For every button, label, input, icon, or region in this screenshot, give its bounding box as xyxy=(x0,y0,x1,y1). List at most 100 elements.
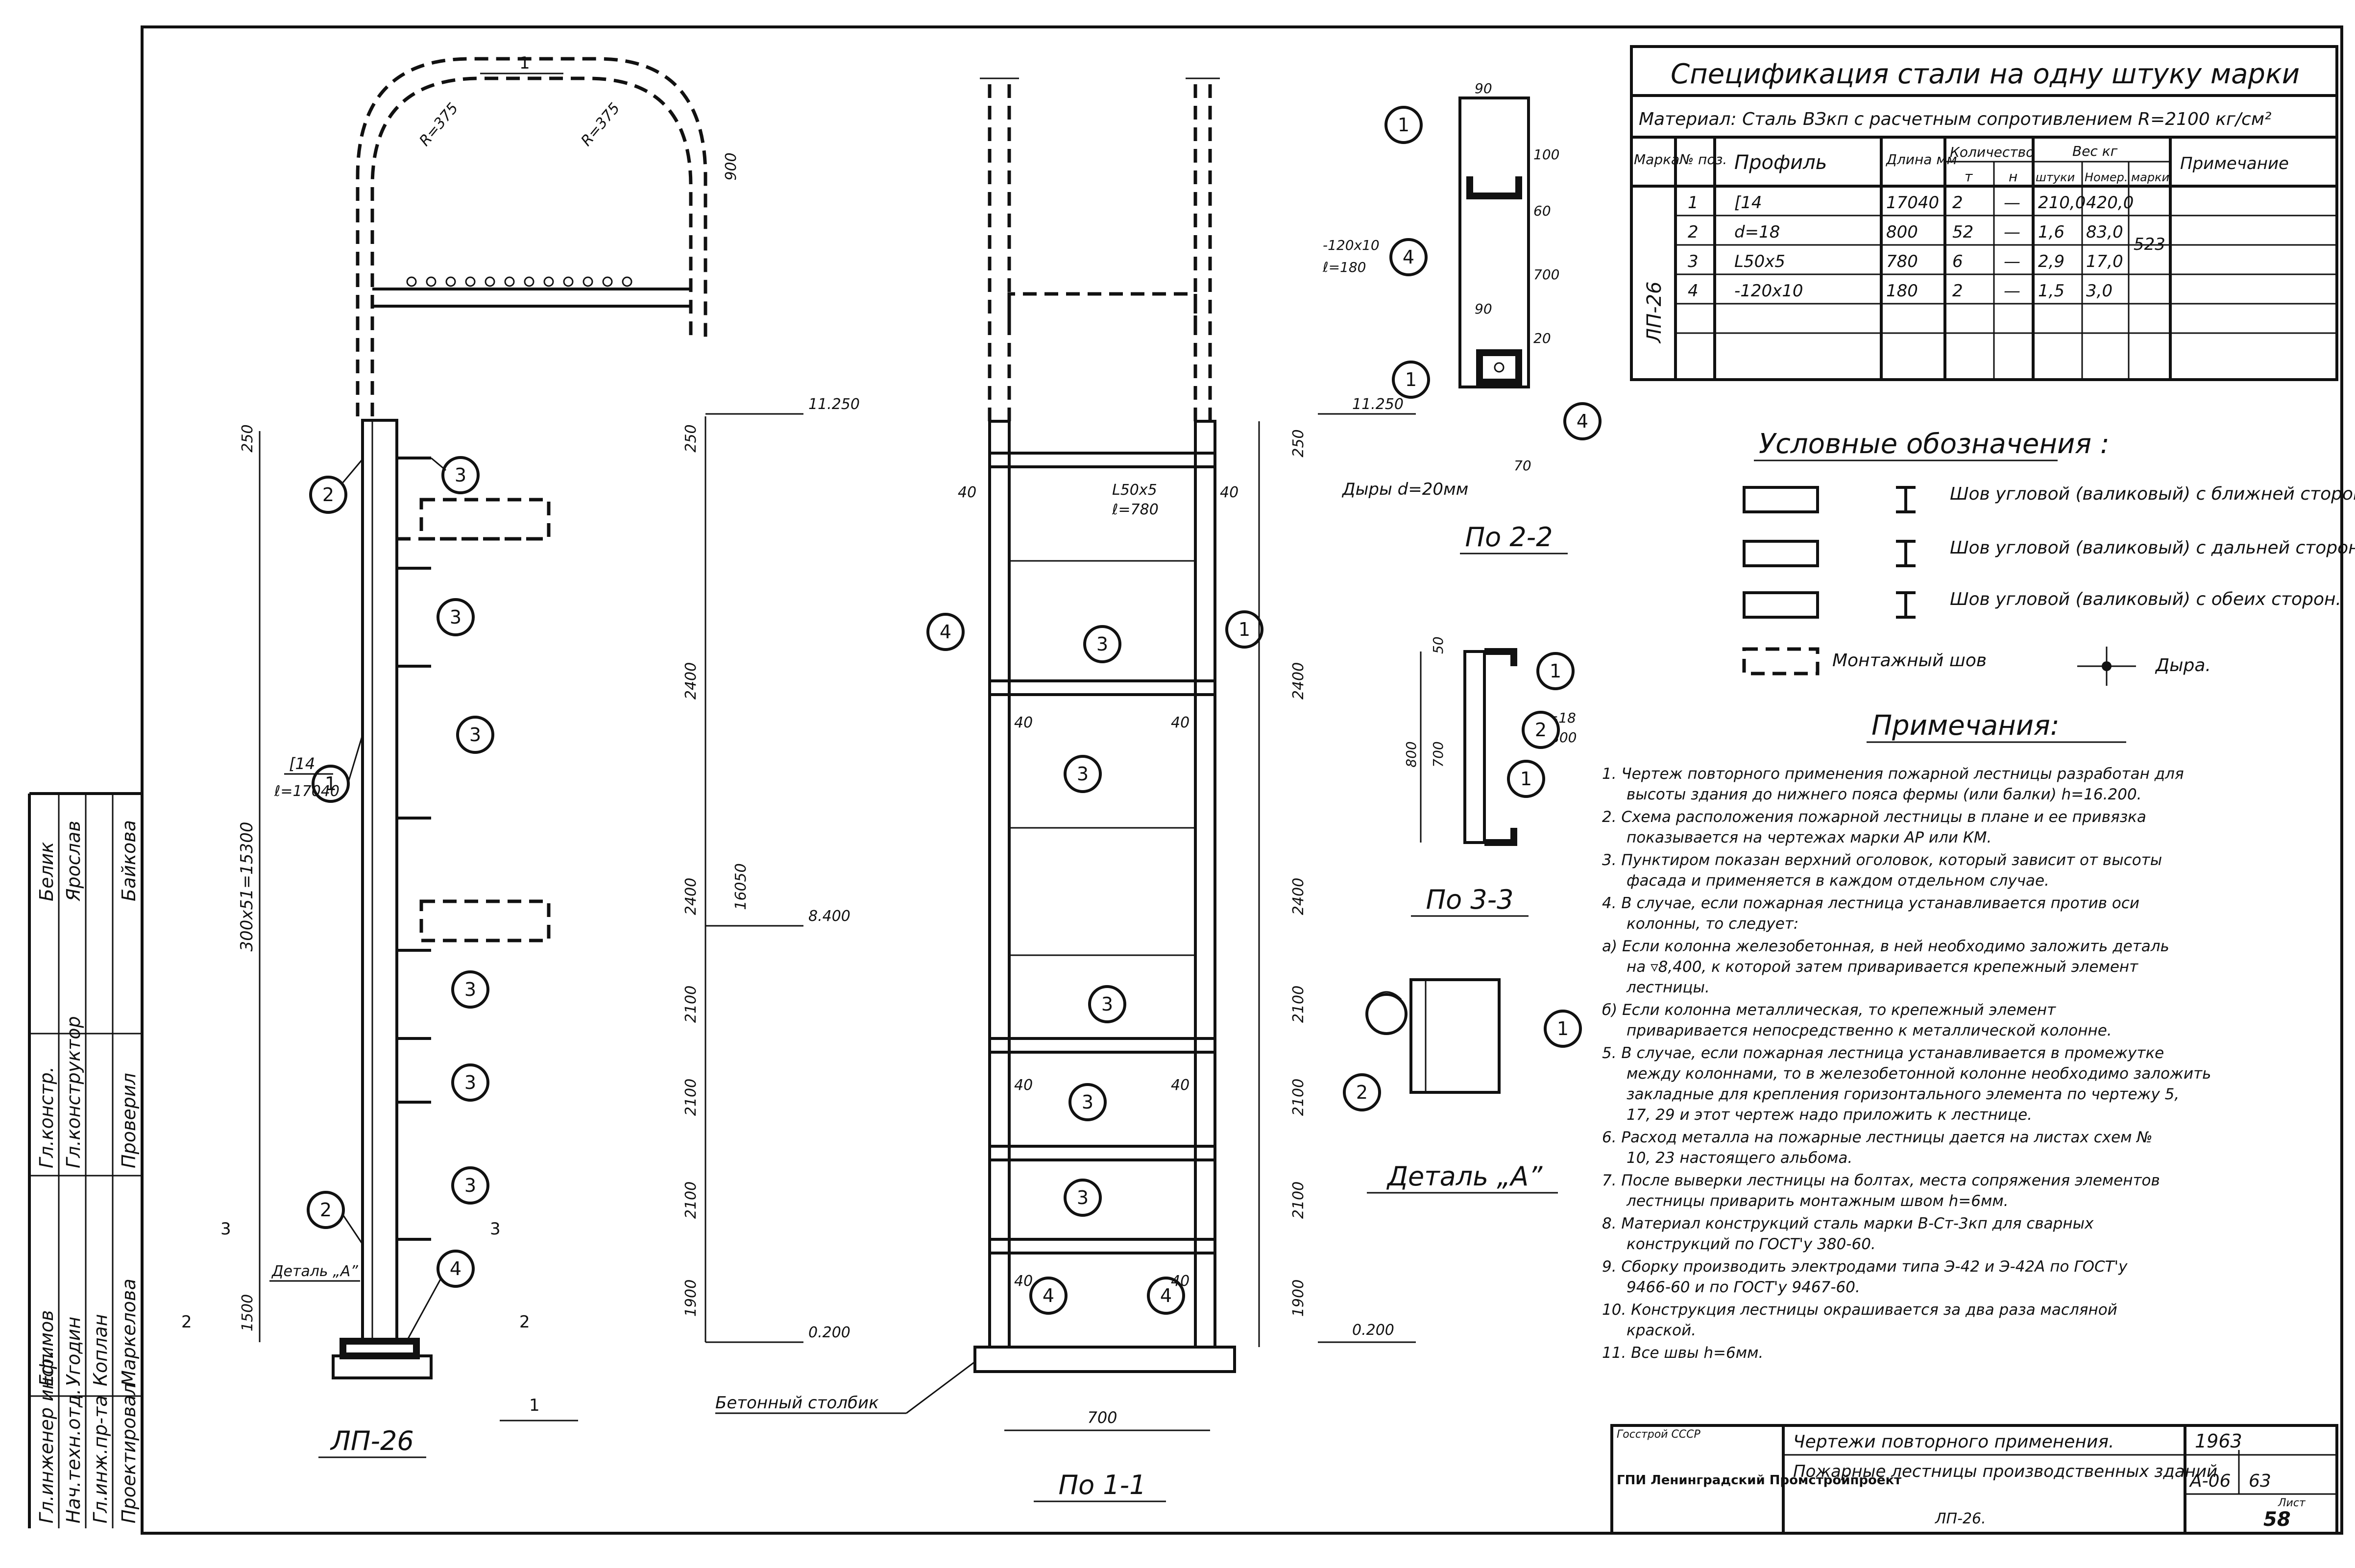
section-mark-3-right: 3 xyxy=(490,1219,501,1239)
spec-cell-pos: 4 xyxy=(1688,281,1699,301)
front-width: 700 xyxy=(1087,1408,1117,1427)
w40-h: 40 xyxy=(1171,1273,1190,1290)
title-block: Госстрой СССР ГПИ Ленинградский Промстро… xyxy=(1610,1424,2338,1535)
note-line: лестницы. xyxy=(1626,979,1710,996)
stamp-name2-3: Байкова xyxy=(118,820,140,901)
main-view-title: ЛП-26 xyxy=(330,1425,413,1456)
ladder-side-view: R=375 R=375 1 3 3 3 3 3 xyxy=(181,53,860,1458)
callout-3: 3 xyxy=(1096,633,1108,655)
spec-cell-profile: [14 xyxy=(1734,193,1762,213)
callout-1: 1 xyxy=(325,773,337,795)
hdr-mark: Марка xyxy=(1634,151,1679,168)
dim-900: 900 xyxy=(723,152,740,180)
note-line: на ▿8,400, к которой затем приваривается… xyxy=(1627,958,2138,976)
notes-title: Примечания: xyxy=(1871,710,2060,742)
w40-g: 40 xyxy=(1014,1273,1033,1290)
hdr-qty: Количество xyxy=(1950,144,2034,160)
spec-cell-profile: d=18 xyxy=(1734,222,1780,242)
callout-1: 1 xyxy=(1557,1018,1569,1039)
holes-note: Дыры d=20мм xyxy=(1341,480,1468,499)
callout-1: 1 xyxy=(1398,114,1409,136)
callout-3: 3 xyxy=(469,724,481,746)
front-dim-2100-c: 2100 xyxy=(1290,1182,1307,1219)
channel-label: [14 xyxy=(289,754,315,773)
side-callouts: 3 3 3 3 3 3 2 2 1 4 xyxy=(307,456,494,1288)
callout-1: 1 xyxy=(1238,619,1250,640)
stamp-name-1: Ефимов xyxy=(36,1310,57,1386)
section-1-1-title: По 1-1 xyxy=(1058,1470,1146,1500)
stamp-role-4: Проектировал xyxy=(118,1383,140,1523)
spec-cell-n: — xyxy=(2004,281,2020,301)
spec-cell-pos: 2 xyxy=(1688,222,1699,242)
front-elev-zero: 0.200 xyxy=(1352,1322,1394,1339)
front-dim-250: 250 xyxy=(1290,429,1307,457)
legend-weld-near: Шов угловой (валиковый) с ближней сторон… xyxy=(1950,484,2355,504)
spec-cell-t: 52 xyxy=(1952,222,1973,242)
callout-4: 4 xyxy=(1403,246,1414,268)
w90-a: 90 xyxy=(1475,80,1492,96)
dim-50-a: 50 xyxy=(1430,636,1446,654)
notes-list: 1. Чертеж повторного применения пожарной… xyxy=(1602,765,2211,1362)
hdr-weight: Вес кг xyxy=(2072,143,2118,159)
front-stringer-right xyxy=(1194,420,1216,1349)
tb-year: 1963 xyxy=(2195,1430,2242,1452)
dim-1500: 1500 xyxy=(239,1294,256,1331)
section-mark-3-left: 3 xyxy=(220,1219,231,1239)
note-line: конструкций по ГОСТ'у 380-60. xyxy=(1627,1235,1876,1253)
hdr-profile: Профиль xyxy=(1734,151,1827,174)
callout-2: 2 xyxy=(1356,1082,1368,1103)
front-dim-2400-a: 2400 xyxy=(1290,662,1307,700)
spec-cell-pos: 3 xyxy=(1688,252,1699,271)
front-dim-1900: 1900 xyxy=(1290,1279,1307,1317)
stamp-role2-2: Гл.конструктор xyxy=(63,1016,84,1168)
callout-4: 4 xyxy=(450,1258,461,1279)
channel-c14 xyxy=(361,419,398,1343)
callout-3: 3 xyxy=(464,979,476,1000)
concrete-post-label: Бетонный столбик xyxy=(715,1393,879,1413)
spec-cell-t: 2 xyxy=(1952,193,1963,213)
spec-cell-n: — xyxy=(2004,193,2020,213)
elev-top: 11.250 xyxy=(808,396,860,413)
dim-700-b: 700 xyxy=(1430,741,1446,767)
callout-1: 1 xyxy=(1550,660,1561,682)
w70-a: 70 xyxy=(1514,458,1531,474)
front-stringer-left xyxy=(988,420,1011,1349)
top-bracket-dashed xyxy=(419,498,551,541)
callout-4: 4 xyxy=(1577,410,1588,432)
tb-album: А-06 xyxy=(2189,1471,2231,1491)
hdr-w-total: Номер. xyxy=(2085,170,2128,184)
plate-label: -120x10 xyxy=(1323,237,1380,253)
hoop-rungs xyxy=(406,276,632,287)
callout-3: 3 xyxy=(455,464,466,486)
note-line: 10, 23 настоящего альбома. xyxy=(1627,1149,1852,1167)
hdr-length: Длина мм xyxy=(1885,151,1957,168)
legend-title: Условные обозначения : xyxy=(1759,428,2110,460)
spec-cell-profile: L50x5 xyxy=(1734,252,1785,271)
note-line: показывается на чертежах марки АР или КМ… xyxy=(1627,829,1991,846)
callout-4: 4 xyxy=(1160,1285,1172,1306)
note-line: между колоннами, то в железобетонной кол… xyxy=(1627,1065,2211,1083)
section-mark-1-bottom: 1 xyxy=(529,1396,540,1415)
tb-series: Чертежи повторного применения. xyxy=(1793,1432,2114,1452)
callout-3: 3 xyxy=(450,606,461,628)
callout-3: 3 xyxy=(464,1072,476,1093)
hdr-qty-t: т xyxy=(1965,169,1973,185)
stamp-name2-2: Ярослав xyxy=(63,820,84,902)
spec-cell-total: 420,0 xyxy=(2086,193,2134,213)
tb-org2: ГПИ Ленинградский Промстройпроект xyxy=(1617,1473,1901,1488)
note-line: 4. В случае, если пожарная лестница уста… xyxy=(1602,894,2139,912)
base-plate xyxy=(340,1338,420,1359)
note-line: высоты здания до нижнего пояса фермы (ил… xyxy=(1627,786,2142,803)
note-line: 3. Пунктиром показан верхний оголовок, к… xyxy=(1602,851,2162,869)
tb-subject: Пожарные лестницы производственных здани… xyxy=(1793,1462,2217,1481)
stamp-role-1: Гл.инженер инст. xyxy=(36,1350,57,1523)
stamp-name-3: Коплан xyxy=(90,1314,111,1387)
note-line: 17, 29 и этот чертеж надо приложить к ле… xyxy=(1627,1106,2032,1124)
callout-3: 3 xyxy=(1077,1187,1089,1208)
h100-a: 100 xyxy=(1533,146,1559,163)
note-line: а) Если колонна железобетонная, в ней не… xyxy=(1602,938,2169,955)
tb-album-no: 63 xyxy=(2249,1471,2271,1491)
stamp-role2-1: Гл.констр. xyxy=(36,1066,57,1168)
note-line: 9. Сборку производить электродами типа Э… xyxy=(1602,1258,2128,1276)
